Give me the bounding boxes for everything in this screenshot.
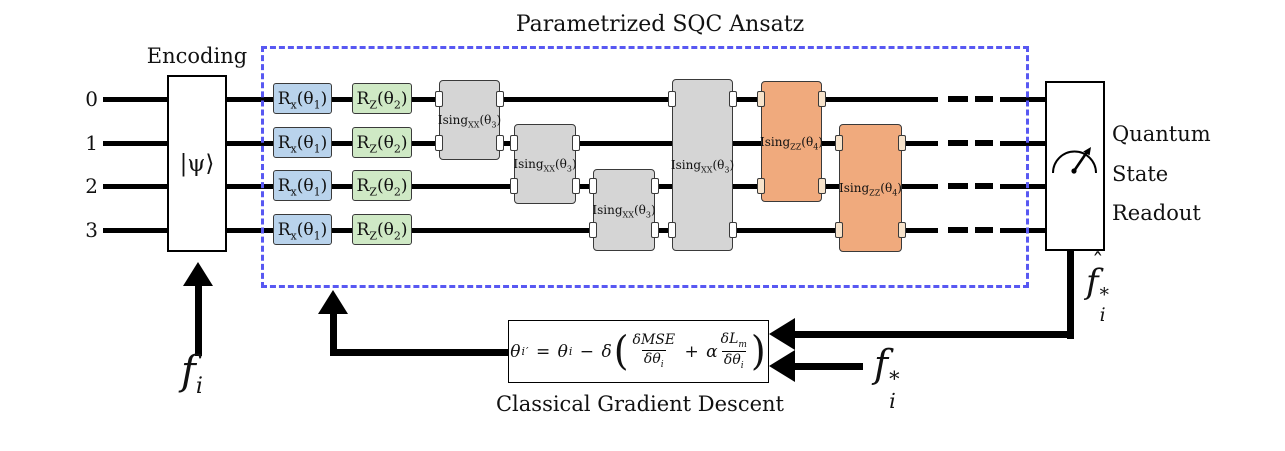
target-label: f*i (874, 342, 900, 414)
encoding-box: |ψ⟩ (167, 75, 227, 252)
lm-gradient-fraction: δLm δθi (720, 330, 747, 371)
ansatz-feedback-arrow-horizontal (330, 349, 508, 356)
wire-ellipsis-dash (948, 183, 968, 189)
readout-box (1045, 81, 1105, 251)
ansatz-feedback-arrowhead (318, 290, 348, 314)
connector-tab (572, 135, 580, 151)
prediction-feedback-arrow-horizontal (793, 331, 1074, 338)
wire-ellipsis-dash (975, 140, 993, 146)
gate-rx-q0: Rx(θ1) (273, 83, 332, 114)
gate-ising-xx-q01: IsingXX(θ3) (438, 80, 501, 160)
connector-tab (435, 91, 443, 107)
connector-tab (651, 222, 659, 238)
connector-tab (898, 222, 906, 238)
connector-tab (757, 91, 765, 107)
qubit-label-1: 1 (85, 131, 98, 155)
wire-ellipsis-dash (948, 227, 968, 233)
target-input-arrow (795, 363, 863, 370)
connector-tab (668, 222, 676, 238)
gate-ising-zz-q02: IsingZZ(θ4) (760, 81, 823, 202)
connector-tab (510, 135, 518, 151)
gate-rx-q2: Rx(θ1) (273, 170, 332, 201)
mse-gradient-fraction: δMSE δθi (632, 332, 676, 370)
target-input-arrowhead (769, 350, 795, 382)
connector-tab (818, 91, 826, 107)
connector-tab (729, 222, 737, 238)
gate-ising-xx-q12: IsingXX(θ3) (513, 124, 577, 204)
connector-tab (435, 135, 443, 151)
connector-tab (668, 91, 676, 107)
gate-rz-q3: RZ(θ2) (352, 214, 412, 245)
connector-tab (510, 178, 518, 194)
ansatz-title: Parametrized SQC Ansatz (515, 12, 805, 37)
encoding-input-arrow (195, 284, 202, 356)
connector-tab (589, 222, 597, 238)
ansatz-feedback-arrow-vertical (330, 312, 337, 356)
qubit-label-3: 3 (85, 218, 98, 242)
wire-ellipsis-dash (948, 96, 968, 102)
encoding-input-arrowhead (183, 262, 213, 286)
qubit-label-0: 0 (85, 87, 98, 111)
wire-ellipsis-dash (975, 227, 993, 233)
wire-ellipsis-dash (948, 140, 968, 146)
connector-tab (496, 135, 504, 151)
gate-rx-q1: Rx(θ1) (273, 127, 332, 158)
gate-rz-q0: RZ(θ2) (352, 83, 412, 114)
qubit-wire-3 (103, 227, 938, 233)
gate-rz-q2: RZ(θ2) (352, 170, 412, 201)
gauge-icon (1052, 147, 1097, 174)
qubit-wire-3-end (1000, 227, 1046, 233)
qubit-wire-2-end (1000, 183, 1046, 189)
input-feature-label: fi (181, 348, 203, 399)
connector-tab (757, 178, 765, 194)
connector-tab (572, 178, 580, 194)
connector-tab (835, 222, 843, 238)
qubit-wire-0-end (1000, 96, 1046, 102)
gradient-descent-label: Classical Gradient Descent (495, 392, 784, 416)
gate-ising-xx-q23: IsingXX(θ3) (592, 169, 656, 251)
gate-ising-xx-q03: IsingXX(θ3) (671, 79, 734, 251)
connector-tab (651, 178, 659, 194)
connector-tab (898, 135, 906, 151)
connector-tab (729, 91, 737, 107)
qubit-wire-0 (103, 96, 938, 102)
connector-tab (496, 91, 504, 107)
connector-tab (818, 178, 826, 194)
qubit-wire-1-end (1000, 140, 1046, 146)
connector-tab (835, 135, 843, 151)
ansatz-border (261, 46, 1029, 288)
prediction-feedback-arrow-vertical (1067, 249, 1074, 339)
psi-state-label: |ψ⟩ (179, 150, 215, 177)
qubit-label-2: 2 (85, 174, 98, 198)
prediction-feedback-arrowhead (769, 318, 795, 350)
readout-label: Quantum State Readout (1112, 122, 1211, 225)
gate-ising-zz-q13: IsingZZ(θ4) (839, 124, 902, 252)
gate-rz-q1: RZ(θ2) (352, 127, 412, 158)
wire-ellipsis-dash (975, 183, 993, 189)
gate-rx-q3: Rx(θ1) (273, 214, 332, 245)
wire-ellipsis-dash (975, 96, 993, 102)
connector-tab (589, 178, 597, 194)
encoding-label: Encoding (146, 44, 248, 68)
